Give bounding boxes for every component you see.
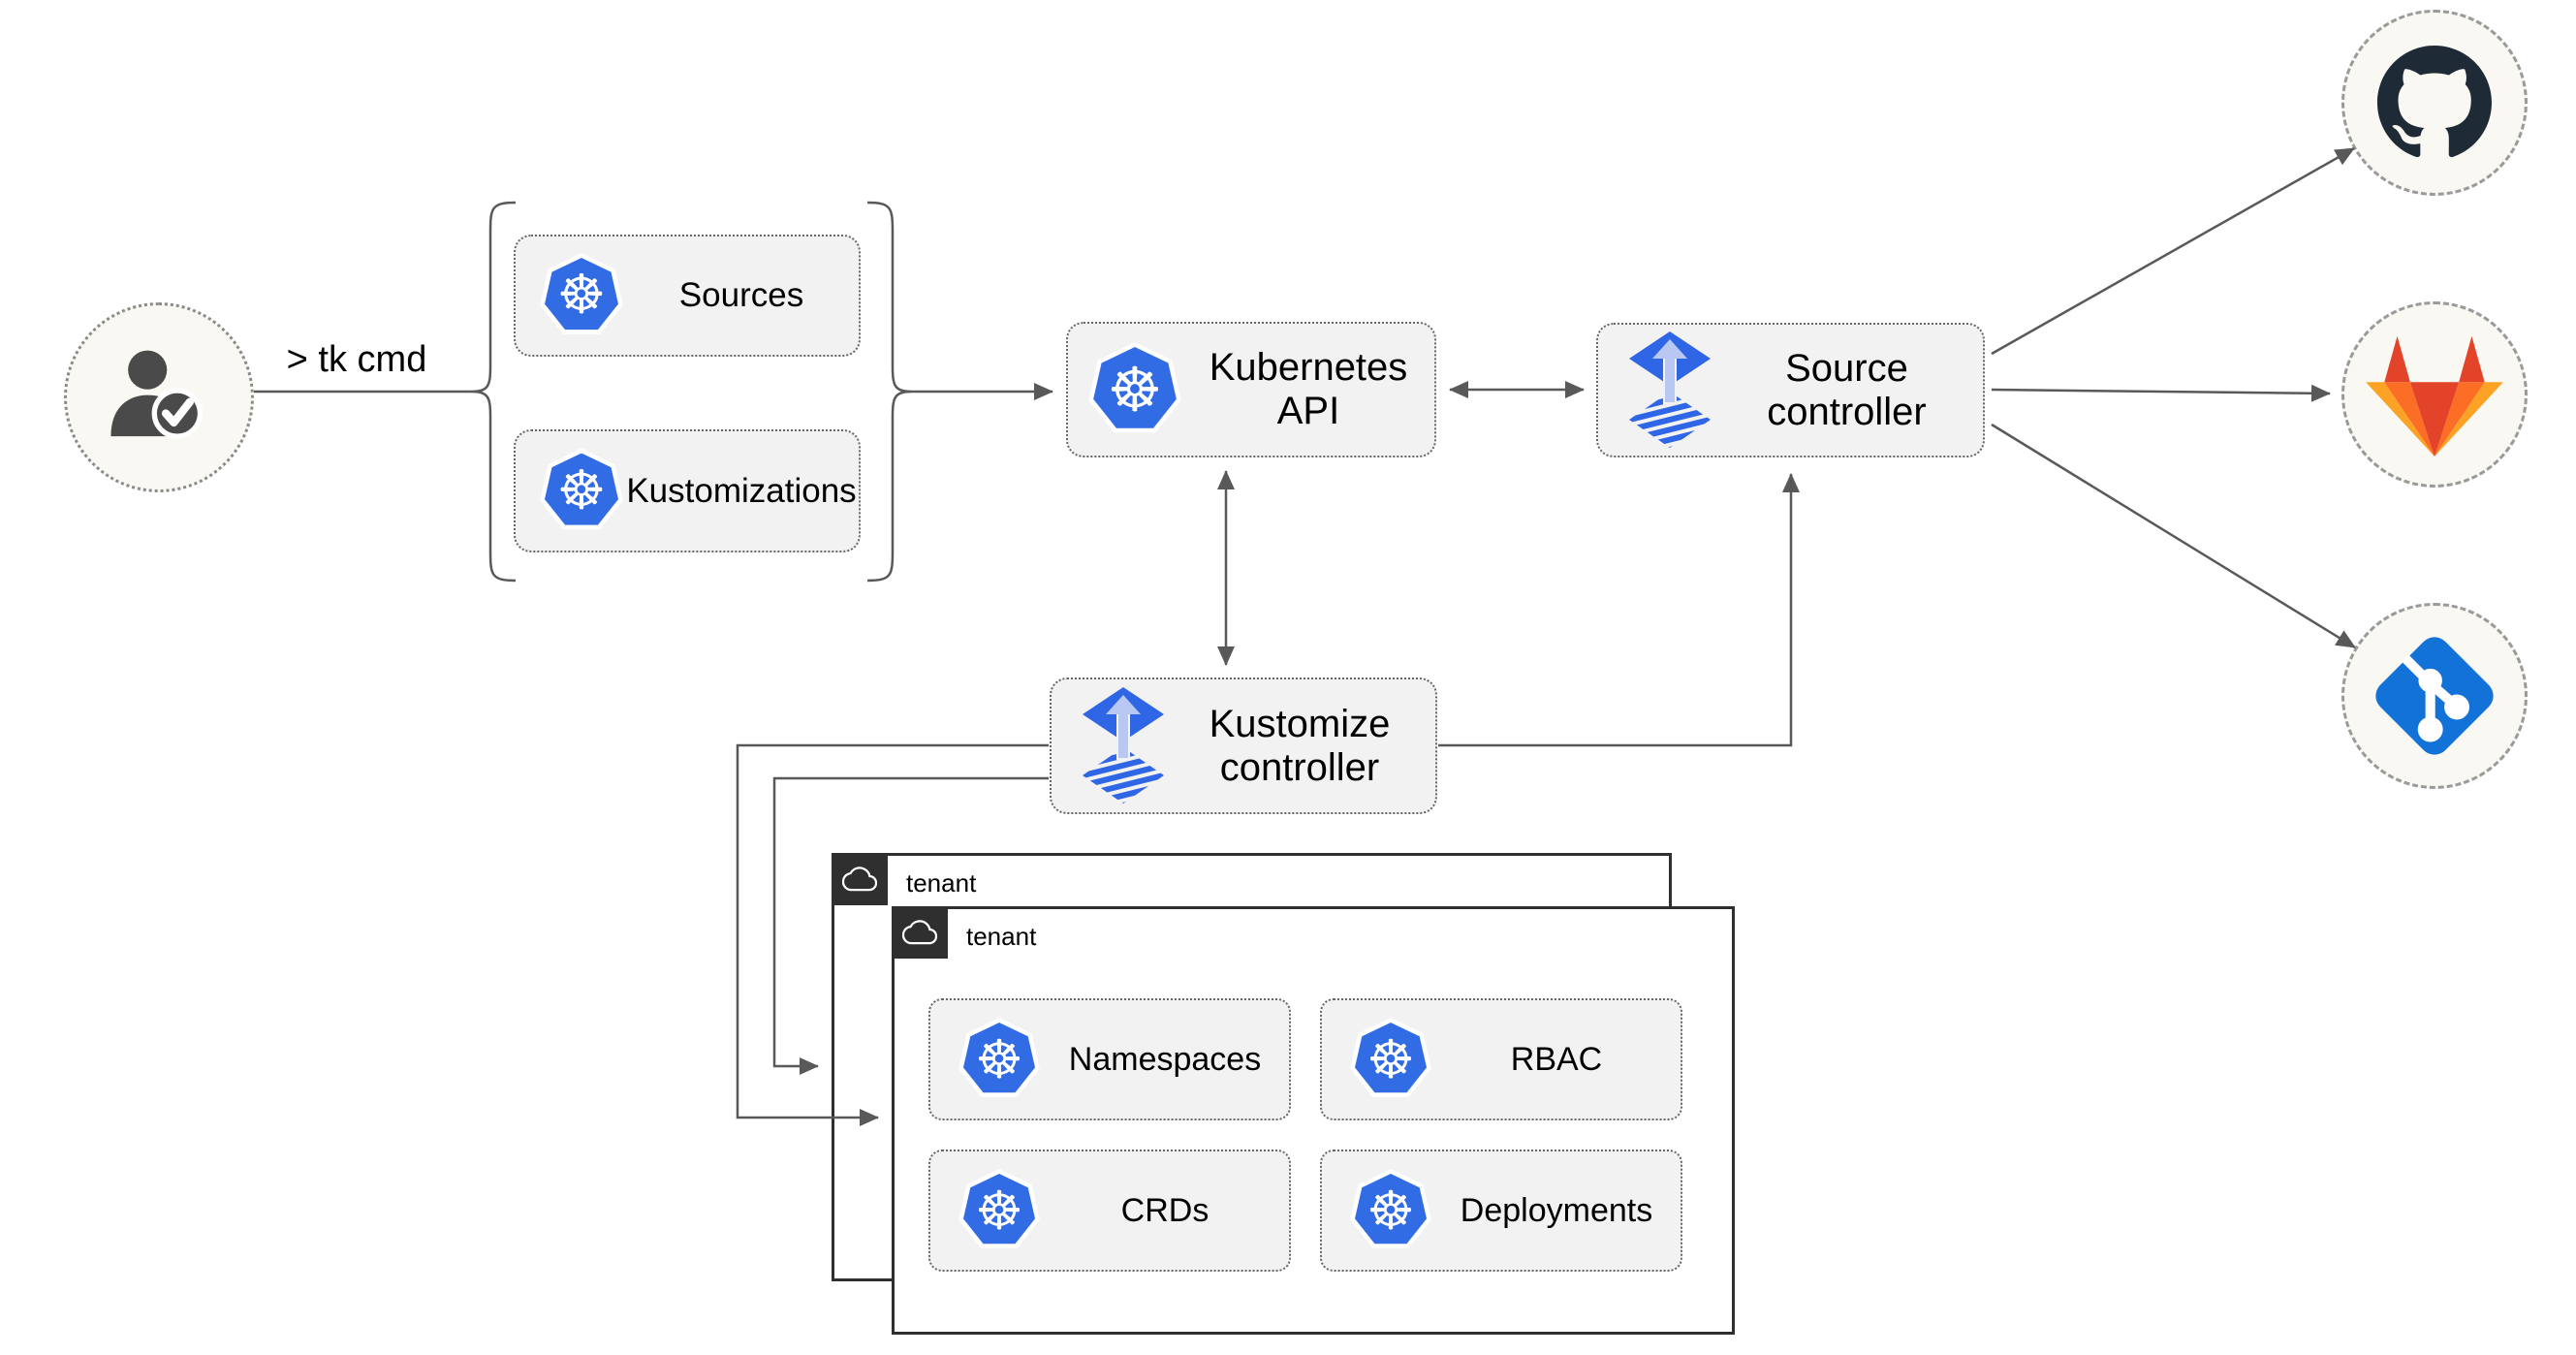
kubernetes-icon: ☸ — [958, 1169, 1041, 1252]
kubernetes-icon: ☸ — [1087, 342, 1182, 437]
kustomize-controller-node: Kustomize controller — [1050, 678, 1437, 814]
flux-icon — [1083, 686, 1164, 804]
deployments-node: ☸ Deployments — [1320, 1150, 1682, 1272]
tenant-label: tenant — [966, 922, 1037, 951]
github-node — [2341, 10, 2528, 196]
cloud-icon — [892, 906, 948, 959]
arrow-source-controller-to-github — [1991, 146, 2355, 356]
namespaces-label: Namespaces — [1068, 1040, 1262, 1078]
kubernetes-icon: ☸ — [1349, 1169, 1432, 1252]
kustomizations-label: Kustomizations — [626, 471, 857, 510]
arrow-source-controller-to-gitlab — [1991, 384, 2331, 402]
kubernetes-icon: ☸ — [539, 448, 624, 534]
tenant-label: tenant — [906, 868, 977, 898]
rbac-node: ☸ RBAC — [1320, 998, 1682, 1120]
github-icon — [2377, 46, 2492, 158]
kustomize-controller-label: Kustomize controller — [1209, 702, 1391, 789]
user-check-icon — [110, 350, 204, 439]
git-icon — [2375, 637, 2494, 755]
rbac-label: RBAC — [1510, 1040, 1603, 1078]
sources-node: ☸ Sources — [514, 235, 861, 357]
arrow-source-controller-to-git — [1991, 423, 2356, 649]
git-node — [2341, 603, 2528, 789]
kubernetes-api-node: ☸ Kubernetes API — [1066, 322, 1436, 457]
source-controller-node: Source controller — [1596, 323, 1985, 457]
gitlab-node — [2341, 301, 2528, 488]
cli-command-label: > tk cmd — [286, 339, 427, 380]
source-controller-label: Source controller — [1767, 346, 1927, 433]
namespaces-node: ☸ Namespaces — [928, 998, 1291, 1120]
gitlab-icon — [2366, 335, 2503, 457]
user-node — [64, 302, 254, 492]
kubernetes-icon: ☸ — [958, 1018, 1041, 1101]
deployments-label: Deployments — [1460, 1191, 1653, 1229]
crds-node: ☸ CRDs — [928, 1150, 1291, 1272]
arrow-kustomize-to-source-controller — [1438, 473, 1800, 747]
right-brace — [866, 201, 913, 583]
left-brace — [470, 201, 517, 583]
kustomizations-node: ☸ Kustomizations — [514, 429, 861, 552]
sources-label: Sources — [678, 276, 804, 315]
kubernetes-icon: ☸ — [539, 253, 624, 338]
cloud-icon — [832, 853, 888, 905]
kubernetes-icon: ☸ — [1349, 1018, 1432, 1101]
flux-icon — [1629, 331, 1711, 448]
kubernetes-api-label: Kubernetes API — [1209, 346, 1408, 432]
crds-label: CRDs — [1120, 1191, 1209, 1229]
